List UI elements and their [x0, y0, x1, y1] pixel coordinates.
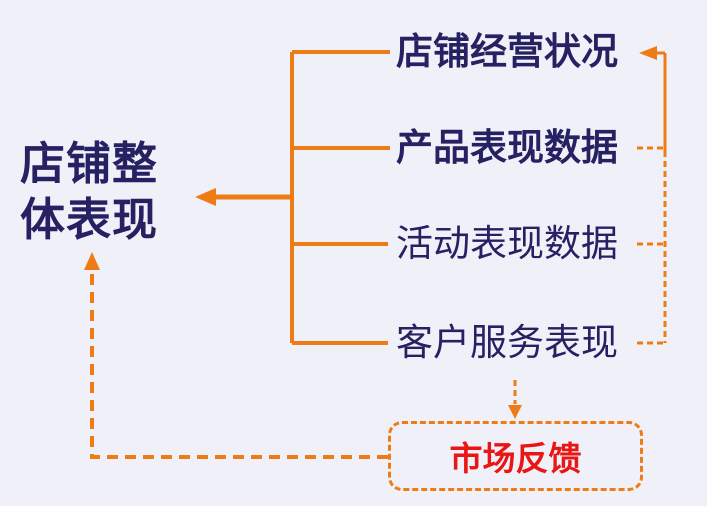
root-node-line1: 店铺整: [20, 137, 159, 190]
branch-activity-performance: 活动表现数据: [396, 222, 618, 265]
branch-customer-service: 客户服务表现: [396, 321, 618, 364]
root-node-label: 店铺整 体表现: [20, 136, 180, 248]
branch-product-performance: 产品表现数据: [396, 126, 618, 169]
right-connector: [637, 46, 667, 345]
branch-store-operations: 店铺经营状况: [396, 30, 618, 73]
root-arrow: [195, 188, 292, 206]
feedback-loop-arrow: [84, 252, 388, 459]
feedback-box: 市场反馈: [388, 421, 643, 491]
root-node-line2: 体表现: [20, 193, 159, 246]
branch-bracket: [290, 50, 390, 345]
feedback-box-label: 市场反馈: [449, 439, 582, 478]
feedback-down-arrow: [508, 380, 522, 419]
